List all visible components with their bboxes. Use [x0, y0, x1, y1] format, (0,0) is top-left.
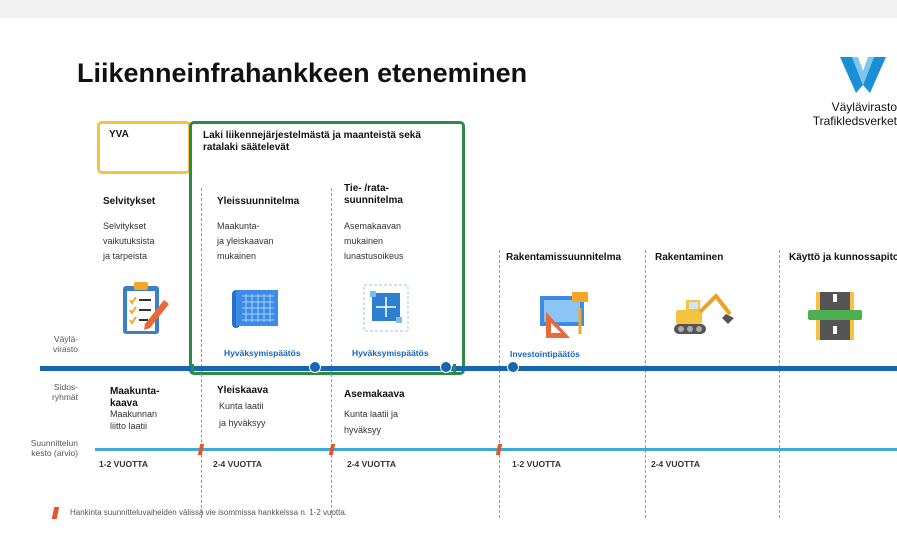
timeline-box-edge	[191, 364, 194, 373]
milestone-dot	[507, 361, 519, 373]
phase-desc: lunastusoikeus	[344, 251, 404, 261]
timeline-box-edge	[453, 364, 456, 373]
phase-divider	[201, 188, 202, 518]
stakeholder-title: kaava	[110, 398, 138, 409]
stakeholder-desc: ja hyväksyy	[219, 418, 266, 428]
duration-label: 2-4 VUOTTA	[213, 459, 262, 469]
phase-desc: vaikutuksista	[103, 236, 155, 246]
blueprint-icon	[232, 290, 278, 328]
duration-label: 1-2 VUOTTA	[512, 459, 561, 469]
duration-label: 2-4 VUOTTA	[651, 459, 700, 469]
phase-divider	[779, 250, 780, 518]
road-icon	[808, 292, 862, 340]
phase-desc: ja yleiskaavan	[217, 236, 274, 246]
stakeholder-title: Maakunta-	[110, 386, 160, 397]
stakeholder-title: Asemakaava	[344, 389, 405, 400]
main-timeline	[40, 366, 897, 371]
vaylavirasto-logo-icon	[840, 57, 886, 93]
stakeholder-desc: Kunta laatii	[219, 401, 264, 411]
phase-desc: Maakunta-	[217, 221, 260, 231]
drafting-icon	[540, 292, 588, 338]
logo-line-2: Trafikledsverket	[812, 114, 897, 128]
yva-label: YVA	[109, 129, 129, 140]
slide: Liikenneinfrahankkeen eteneminen Väylävi…	[0, 18, 897, 538]
milestone-hyvaksymispaatos: Hyväksymispäätös	[352, 348, 429, 358]
clipboard-icon	[123, 282, 169, 334]
phase-title-tie-rata: Tie- /rata-	[344, 183, 389, 194]
milestone-dot	[440, 361, 452, 373]
phase-desc: ja tarpeista	[103, 251, 148, 261]
phase-title-rakentaminen: Rakentaminen	[655, 252, 724, 263]
side-label-vaylavirasto: Väylä-virasto	[52, 334, 78, 354]
law-label: Laki liikennejärjestelmästä ja maanteist…	[203, 130, 421, 153]
duration-label: 2-4 VUOTTA	[347, 459, 396, 469]
stakeholder-desc: Kunta laatii ja	[344, 409, 399, 419]
phase-desc: Asemakaavan	[344, 221, 402, 231]
phase-title-tie-rata: suunnitelma	[344, 195, 403, 206]
phase-desc: Selvitykset	[103, 221, 147, 231]
side-label-sidosryhmat: Sidos-ryhmät	[52, 382, 78, 402]
phase-title-rakentamissuunnitelma: Rakentamissuunnitelma	[506, 252, 622, 263]
milestone-investointipaatos: Investointipäätös	[510, 349, 580, 359]
phase-divider	[499, 250, 500, 518]
stakeholder-desc: hyväksyy	[344, 425, 382, 435]
phase-title-kaytto: Käyttö ja kunnossapito	[789, 252, 897, 263]
footnote-marker	[51, 507, 60, 519]
stakeholder-desc: liitto laatii	[110, 421, 148, 431]
phase-divider	[331, 188, 332, 518]
footnote: Hankinta suunnitteluvaiheiden välissä vi…	[70, 508, 348, 517]
milestone-hyvaksymispaatos: Hyväksymispäätös	[224, 348, 301, 358]
stakeholder-desc: Maakunnan	[110, 409, 158, 419]
milestone-dot	[309, 361, 321, 373]
plan-icon	[363, 284, 409, 332]
phase-desc: mukainen	[344, 236, 384, 246]
phase-divider	[645, 250, 646, 518]
page-title: Liikenneinfrahankkeen eteneminen	[77, 58, 528, 88]
stakeholder-title: Yleiskaava	[217, 385, 269, 396]
excavator-icon	[674, 292, 734, 334]
phase-desc: mukainen	[217, 251, 257, 261]
phase-title-yleissuunnitelma: Yleissuunnitelma	[217, 196, 300, 207]
logo-line-1: Väylävirasto	[831, 100, 897, 114]
phase-title-selvitykset: Selvitykset	[103, 196, 156, 207]
duration-label: 1-2 VUOTTA	[99, 459, 148, 469]
law-box	[189, 121, 465, 375]
